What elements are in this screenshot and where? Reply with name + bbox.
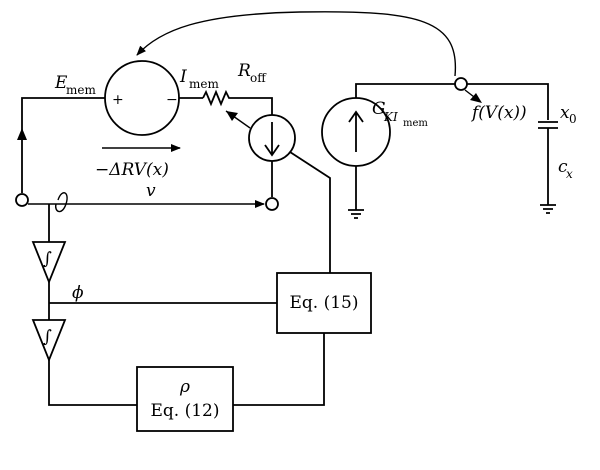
wire-eq15-to-eq12: [233, 333, 325, 406]
v-label: v: [146, 181, 156, 201]
delta-rv-label: −ΔRV(x): [95, 160, 169, 180]
left-terminal-node: [15, 193, 29, 207]
wire-gk-top: [355, 83, 455, 98]
rho-label: ρ: [179, 377, 190, 397]
x0-label: x: [560, 103, 570, 123]
wire-top-rail-right: [467, 83, 549, 120]
i-mem-label: I: [179, 67, 187, 87]
feedback-arrow: [136, 11, 457, 77]
integrator-1: [31, 241, 67, 285]
gk-subscript: KI: [383, 110, 398, 124]
capacitor-cx: [538, 121, 558, 129]
variable-resistor-arrowhead: [226, 111, 238, 121]
integrator-2-symbol: ∫: [43, 327, 52, 347]
i-mem-subscript: mem: [189, 77, 219, 91]
x0-subscript: 0: [569, 112, 577, 126]
left-wire-arrow: [17, 128, 27, 140]
current-source-down-arrow: [264, 122, 280, 157]
integrator-1-symbol: ∫: [43, 249, 52, 269]
phi-label: ϕ: [72, 283, 84, 303]
memristor-minus-label: −: [166, 92, 178, 108]
r-off-subscript: off: [250, 71, 267, 85]
eq12-label: Eq. (12): [151, 401, 220, 421]
memristor-plus-label: +: [112, 92, 124, 108]
wire-to-eq12: [48, 360, 137, 406]
integrator-2: [31, 319, 67, 363]
wire-eq15-to-source: [289, 151, 331, 273]
tap-loop: [54, 192, 68, 213]
gk-label: G: [372, 99, 386, 119]
ground-gk: [348, 209, 364, 219]
e-mem-label: E: [54, 73, 68, 93]
eq12-box: [136, 366, 234, 432]
gk-source-up-arrow: [348, 110, 364, 152]
right-terminal-node: [265, 197, 279, 211]
fvx-label: f(V(x)): [470, 103, 527, 123]
e-mem-subscript: mem: [66, 83, 96, 97]
wire-left-top: [21, 97, 105, 193]
resistor-roff: [202, 89, 273, 115]
fvx-arrowhead: [470, 93, 482, 103]
eq15-label: Eq. (15): [290, 293, 359, 313]
r-off-label: R: [237, 61, 251, 81]
gk-subscript-2: mem: [403, 118, 428, 129]
ground-capacitor: [540, 204, 556, 214]
top-right-node: [454, 77, 468, 91]
cx-subscript: x: [566, 167, 573, 181]
cx-label: c: [558, 157, 568, 177]
